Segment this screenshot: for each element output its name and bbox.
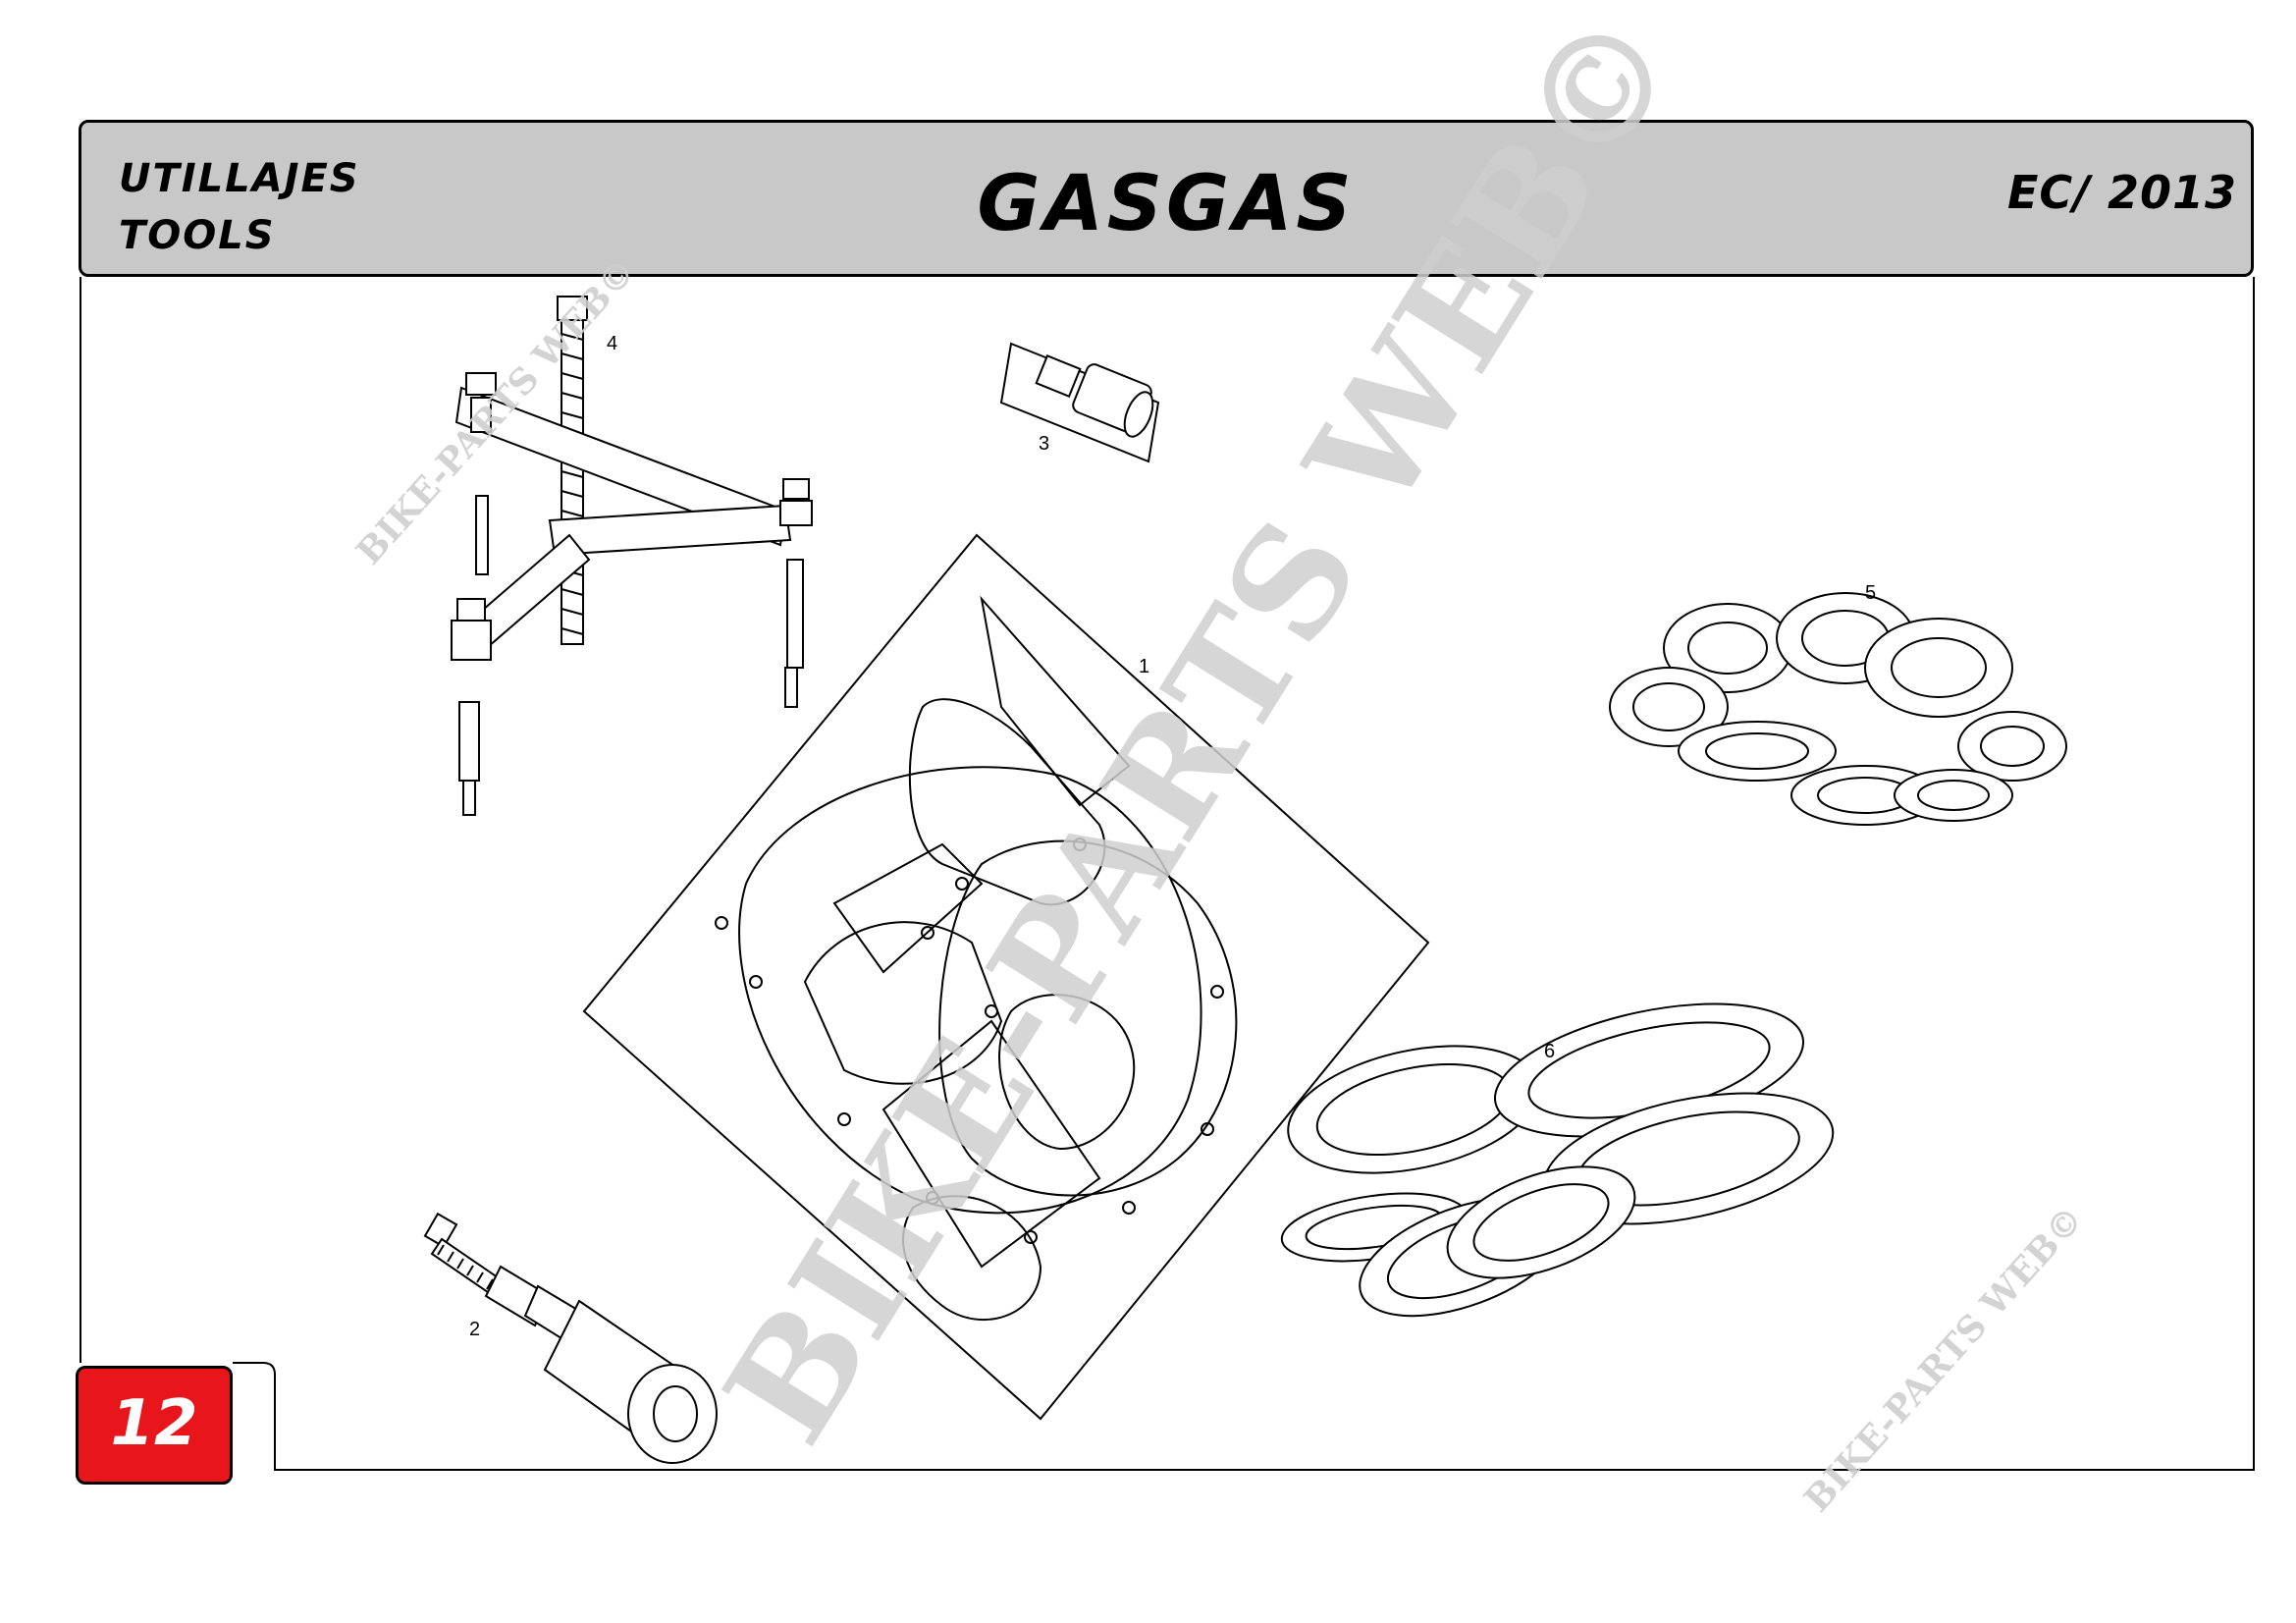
model-year: EC/ 2013	[2006, 166, 2237, 219]
title-spanish: UTILLAJES	[119, 156, 360, 201]
page-frame	[80, 277, 2255, 1471]
press-tool-drawing	[423, 1212, 718, 1464]
section-title: UTILLAJES TOOLS	[119, 150, 360, 264]
gasket-set-drawing	[582, 533, 1430, 1421]
callout-5: 5	[1865, 582, 1876, 604]
callout-4: 4	[607, 333, 617, 354]
callout-1: 1	[1139, 656, 1149, 677]
title-english: TOOLS	[119, 213, 276, 258]
callout-6: 6	[1544, 1041, 1555, 1062]
page-number-badge: 12	[76, 1366, 233, 1485]
adapter-drawing	[999, 342, 1160, 463]
callout-2: 2	[469, 1319, 480, 1340]
bearings-drawing	[1609, 592, 2067, 826]
brand-logo: GASGAS	[977, 160, 1356, 248]
puller-tool-drawing	[451, 296, 813, 816]
header-bar: UTILLAJES TOOLS GASGAS EC/ 2013	[79, 120, 2254, 277]
callout-3: 3	[1039, 433, 1049, 455]
oil-seals-drawing	[1280, 1002, 1835, 1318]
